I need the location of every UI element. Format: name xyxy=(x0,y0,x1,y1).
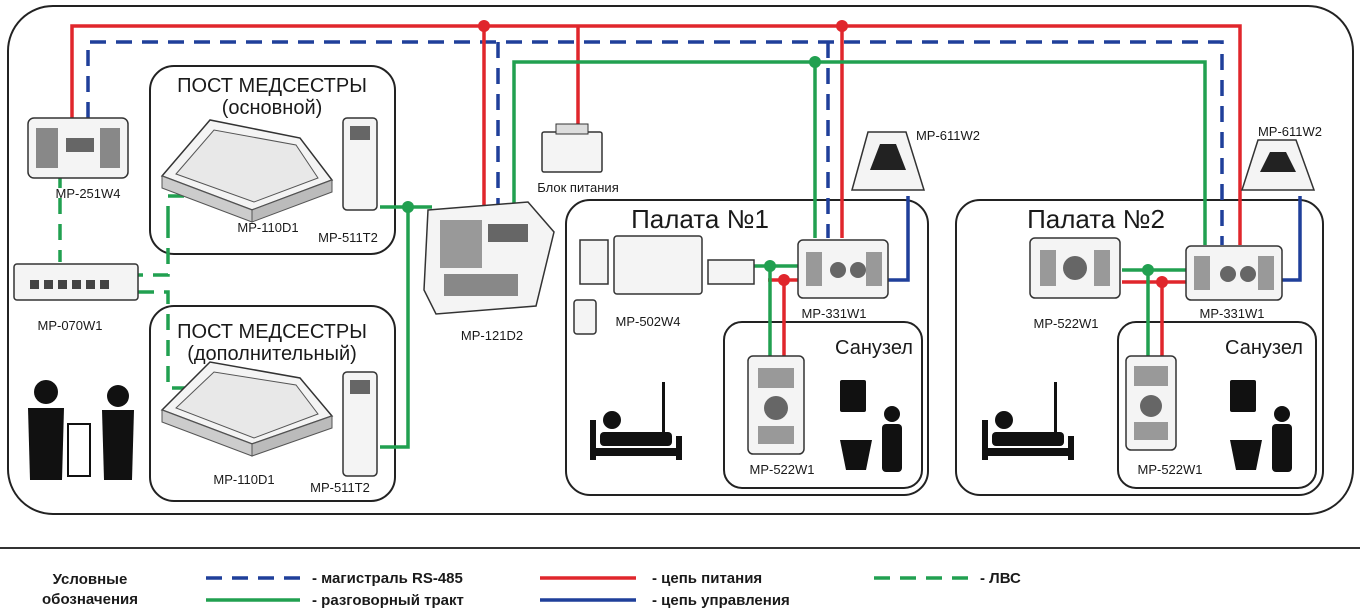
label-mp121d2: MP-121D2 xyxy=(461,328,523,343)
power-supply-unit xyxy=(541,123,603,173)
mp070w1-switch xyxy=(13,263,139,301)
mp511t2-handset-a xyxy=(342,117,378,211)
label-mp522w1-bath1: MP-522W1 xyxy=(749,462,814,477)
lan-110-b xyxy=(138,290,222,390)
label-mp070w1: MP-070W1 xyxy=(37,318,102,333)
control-611-2 xyxy=(1282,196,1302,282)
legend-power-label: - цепь питания xyxy=(652,570,762,587)
bathroom-1-box xyxy=(723,321,923,489)
mp511t2-handset-b xyxy=(342,371,378,477)
ward-1-title: Палата №1 xyxy=(631,204,769,234)
legend-control-label: - цепь управления xyxy=(652,592,790,609)
mp110d1-console-b xyxy=(160,361,334,457)
mp522w1-device-bath1 xyxy=(747,355,805,455)
ward-2-title: Палата №2 xyxy=(1027,204,1165,234)
patient-bed-icon xyxy=(590,382,682,460)
nurse-post-main-box xyxy=(149,65,396,255)
nurse-post-extra-box xyxy=(149,305,396,502)
talk-trunk xyxy=(512,60,1207,245)
label-mp110d1-b: MP-110D1 xyxy=(213,472,274,487)
label-power-block: Блок питания xyxy=(537,180,618,195)
patient-bed-icon-2 xyxy=(982,382,1074,460)
mp611w2-sensor-b xyxy=(1240,139,1316,191)
mp522w1-device-bath2 xyxy=(1125,355,1177,451)
mp331w1-device-b xyxy=(1185,245,1283,301)
post-extra-subtitle: (дополнительный) xyxy=(187,343,357,365)
legend-title-line1: Условные xyxy=(53,571,128,588)
power-trunk xyxy=(70,24,1242,245)
mp110d1-console-a xyxy=(160,119,334,223)
legend-title-line2: обозначения xyxy=(42,591,138,608)
ward-1-box xyxy=(565,199,929,496)
label-mp522w1-bath2: MP-522W1 xyxy=(1137,462,1202,477)
legend-lan-label: - ЛВС xyxy=(980,570,1021,587)
mp121d2-console xyxy=(423,201,555,315)
mp611w2-sensor-a xyxy=(851,131,926,191)
label-mp110d1-a: MP-110D1 xyxy=(237,220,298,235)
bathroom-2-title: Санузел xyxy=(1225,337,1303,359)
bathroom-1-title: Санузел xyxy=(835,337,913,359)
toilet-person-icon-2 xyxy=(1230,380,1292,472)
ward-2-box xyxy=(955,199,1324,496)
legend-talk-label: - разговорный тракт xyxy=(312,592,464,609)
post-main-subtitle: (основной) xyxy=(222,97,323,119)
label-mp511t2-b: MP-511T2 xyxy=(310,480,370,495)
label-mp331w1-b: MP-331W1 xyxy=(1199,306,1264,321)
system-frame xyxy=(7,5,1354,515)
legend-rs485-label: - магистраль RS-485 xyxy=(312,570,463,587)
label-mp611w2-b: MP-611W2 xyxy=(1258,124,1322,139)
bathroom-2-box xyxy=(1117,321,1317,489)
post-main-title: ПОСТ МЕДСЕСТРЫ xyxy=(177,75,367,97)
label-mp331w1-a: MP-331W1 xyxy=(801,306,866,321)
label-mp502w4: MP-502W4 xyxy=(615,314,680,329)
mp502w4-panel xyxy=(573,235,755,335)
toilet-person-icon xyxy=(840,380,902,472)
junction-dots xyxy=(402,20,1168,288)
lan-switch-a xyxy=(138,222,170,277)
rs485-trunk xyxy=(86,40,1224,245)
label-mp511t2-a: MP-511T2 xyxy=(318,230,378,245)
mp251w4-device xyxy=(27,117,129,179)
medical-staff-icon xyxy=(28,380,134,480)
control-611-1 xyxy=(888,196,910,282)
post-extra-title: ПОСТ МЕДСЕСТРЫ xyxy=(177,321,367,343)
talk-511-b xyxy=(380,207,410,449)
label-mp522w1-ward2: MP-522W1 xyxy=(1033,316,1098,331)
mp522w1-device-ward2 xyxy=(1029,237,1121,299)
label-mp611w2-a: MP-611W2 xyxy=(916,128,980,143)
label-mp251w4: MP-251W4 xyxy=(55,186,120,201)
mp331w1-device-a xyxy=(797,239,889,299)
